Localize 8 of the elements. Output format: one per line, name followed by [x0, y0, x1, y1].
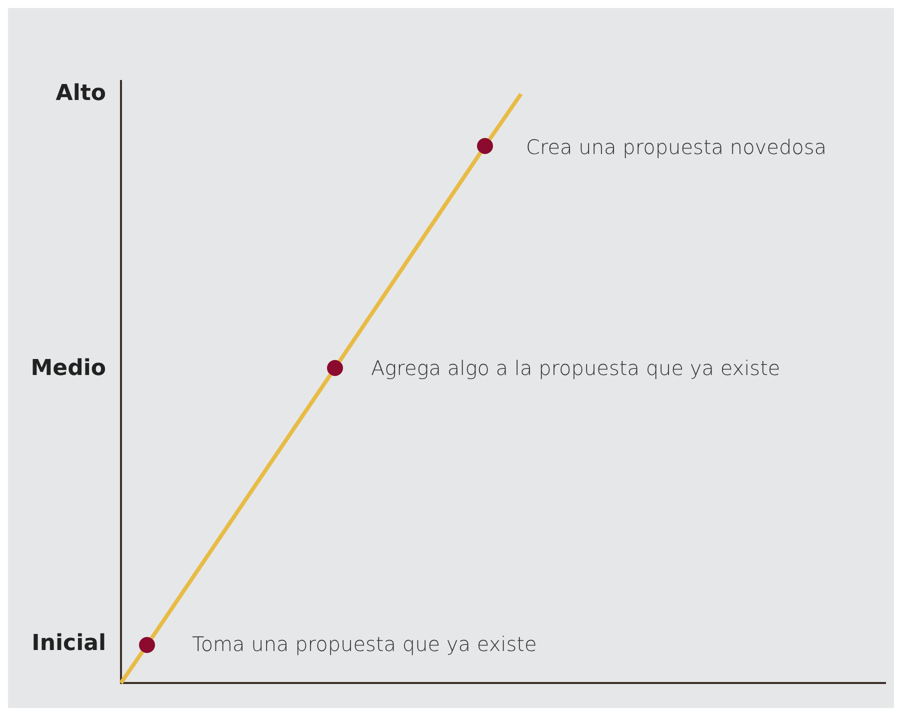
axis-level-label: Alto — [54, 81, 106, 107]
trend-line — [338, 152, 482, 362]
point-label: Crea una propuesta novedosa — [526, 135, 827, 159]
trend-line — [150, 374, 332, 640]
point-label: Agrega algo a la propuesta que ya existe — [371, 356, 780, 380]
axis-level-label: Inicial — [30, 631, 106, 657]
point-label: Toma una propuesta que ya existe — [192, 632, 537, 656]
axis-level-label: Medio — [30, 356, 106, 382]
